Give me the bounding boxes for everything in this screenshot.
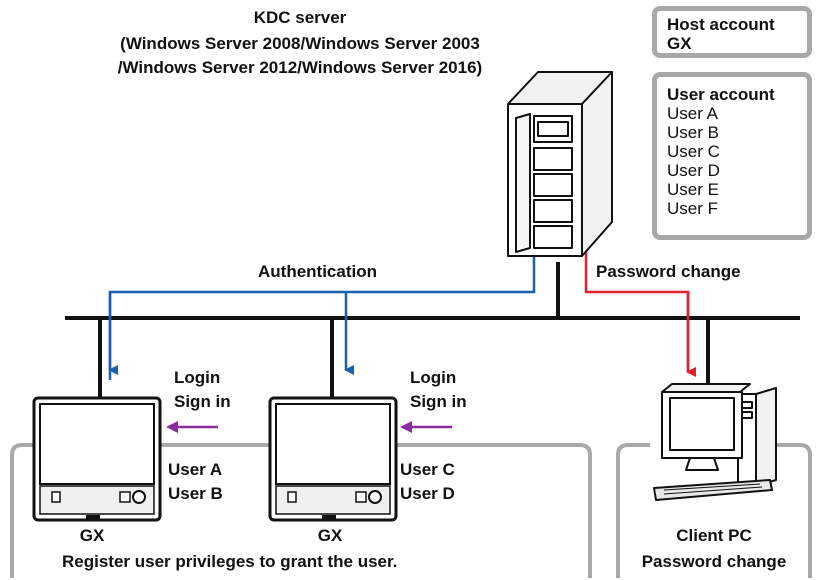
gx1-label: GX: [79, 526, 105, 545]
gx1-user-a: User A: [168, 460, 223, 479]
user-account-user-b: User B: [667, 123, 719, 142]
gx-group-frame: [10, 443, 592, 578]
client-pc-icon: [653, 383, 777, 501]
user-account-user-d: User D: [667, 161, 720, 180]
host-account-label: Host account: [667, 15, 775, 34]
user-account-user-e: User E: [667, 180, 719, 199]
login-label-2: Login: [410, 368, 457, 387]
kdc-server-icon: [507, 71, 613, 257]
client-pc-frame: [616, 443, 812, 578]
sign-in-label-1: Sign in: [174, 392, 231, 411]
gx2-user-d: User D: [400, 484, 455, 503]
gx2-label: GX: [317, 526, 343, 545]
register-note: Register user privileges to grant the us…: [62, 552, 398, 571]
host-account-box: Host account GX: [652, 6, 812, 58]
login-arrow-2: [400, 421, 452, 433]
kdc-server-title: KDC server: [253, 8, 347, 27]
user-account-label: User account: [667, 85, 775, 104]
user-account-user-f: User F: [667, 199, 718, 218]
login-arrow-1: [166, 421, 218, 433]
client-pc-label: Client PC: [676, 526, 752, 545]
host-account-value: GX: [667, 34, 692, 53]
gx2-user-c: User C: [400, 460, 455, 479]
gx1-user-b: User B: [168, 484, 223, 503]
login-label-1: Login: [174, 368, 221, 387]
kdc-server-os-line1: (Windows Server 2008/Windows Server 2003: [120, 34, 480, 53]
gx-recorder-1-icon: [32, 396, 162, 522]
authentication-label: Authentication: [258, 262, 377, 281]
password-change-label: Password change: [596, 262, 741, 281]
user-account-user-a: User A: [667, 104, 719, 123]
kdc-server-os-line2: /Windows Server 2012/Windows Server 2016…: [117, 58, 483, 77]
sign-in-label-2: Sign in: [410, 392, 467, 411]
gx-recorder-2-icon: [268, 396, 398, 522]
client-pc-note: Password change: [641, 552, 787, 571]
user-account-box: User account User A User B User C User D…: [652, 72, 812, 240]
user-account-user-c: User C: [667, 142, 720, 161]
